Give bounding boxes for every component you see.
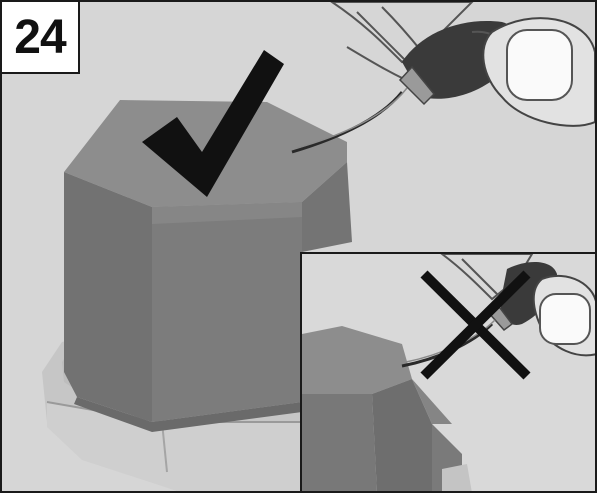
incorrect-technique-inset: [300, 252, 597, 493]
incorrect-technique-illustration: [302, 254, 597, 493]
step-number: 24: [2, 2, 80, 74]
